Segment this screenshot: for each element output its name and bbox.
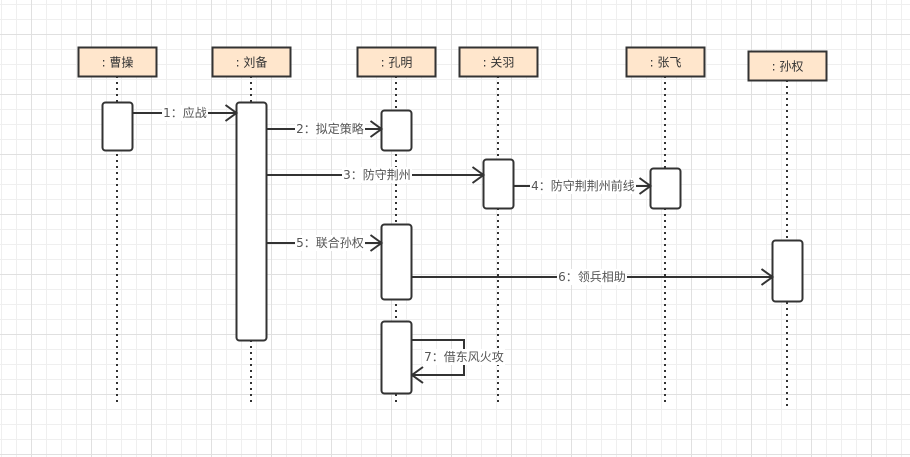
activation-bar-liubei-1[interactable]	[235, 101, 268, 342]
arrowhead-icon	[471, 166, 486, 184]
message-label: 6：领兵相助	[558, 270, 626, 284]
participant-guanyu[interactable]: : 关羽	[458, 46, 539, 78]
message-7[interactable]: 7：借东风火攻	[410, 339, 505, 384]
messages-layer: 1：应战 2：拟定策略 3：防守荆州 4：防守荆荆州前线 5：联合孙权 6：领兵相助 7：借…	[132, 104, 775, 384]
message-4[interactable]: 4：防守荆荆州前线	[513, 177, 653, 195]
message-3[interactable]: 3：防守荆州	[266, 166, 486, 184]
participant-label: : 曹操	[102, 55, 134, 70]
participant-label: : 关羽	[483, 56, 515, 70]
arrowhead-icon	[638, 177, 653, 195]
arrowhead-icon	[410, 366, 424, 384]
participant-label: : 刘备	[236, 56, 268, 70]
participant-box[interactable]	[77, 46, 158, 78]
participant-sunquan[interactable]: : 孙权	[747, 50, 828, 82]
message-label: 4：防守荆荆州前线	[531, 178, 635, 193]
participant-zhangfei[interactable]: : 张飞	[625, 46, 706, 78]
message-label: 3：防守荆州	[343, 167, 411, 182]
message-label-background	[342, 167, 412, 183]
participant-box[interactable]	[747, 50, 828, 82]
message-label-background	[530, 178, 636, 194]
participant-liubei[interactable]: : 刘备	[211, 46, 292, 78]
participant-box[interactable]	[211, 46, 292, 78]
message-1[interactable]: 1：应战	[132, 104, 239, 122]
participant-label: : 张飞	[650, 56, 682, 70]
message-6[interactable]: 6：领兵相助	[411, 268, 775, 286]
arrowhead-icon	[369, 234, 384, 252]
message-5[interactable]: 5：联合孙权	[266, 234, 384, 252]
activation-bar-kongming-1[interactable]	[380, 109, 413, 152]
participant-box[interactable]	[356, 46, 437, 78]
activation-bar-caocao-1[interactable]	[101, 101, 134, 152]
message-label-background	[557, 269, 627, 285]
participants-layer: : 曹操 : 刘备 : 孔明 : 关羽 : 张飞 : 孙权	[77, 46, 828, 82]
message-label: 2：拟定策略	[296, 121, 364, 136]
participant-caocao[interactable]: : 曹操	[77, 46, 158, 78]
arrowhead-icon	[369, 120, 384, 138]
participant-label: : 孔明	[381, 56, 413, 70]
activation-bar-guanyu-1[interactable]	[482, 158, 515, 210]
participant-box[interactable]	[458, 46, 539, 78]
arrowhead-icon	[224, 104, 239, 122]
message-label: 1：应战	[163, 105, 207, 120]
activation-bar-kongming-2[interactable]	[380, 223, 413, 301]
activation-bar-sunquan-1[interactable]	[771, 239, 804, 303]
message-label-background	[423, 349, 505, 365]
message-label-background	[295, 235, 365, 251]
activations-layer	[101, 101, 804, 395]
message-label-background	[162, 105, 208, 121]
participant-box[interactable]	[625, 46, 706, 78]
participant-label: : 孙权	[772, 60, 804, 74]
message-label: 7：借东风火攻	[424, 350, 504, 364]
activation-bar-zhangfei-1[interactable]	[649, 167, 682, 210]
activation-bar-kongming-3[interactable]	[380, 320, 413, 395]
message-label-background	[295, 121, 365, 137]
arrowhead-icon	[760, 268, 775, 286]
participant-kongming[interactable]: : 孔明	[356, 46, 437, 78]
message-2[interactable]: 2：拟定策略	[266, 120, 384, 138]
message-label: 5：联合孙权	[296, 235, 364, 250]
